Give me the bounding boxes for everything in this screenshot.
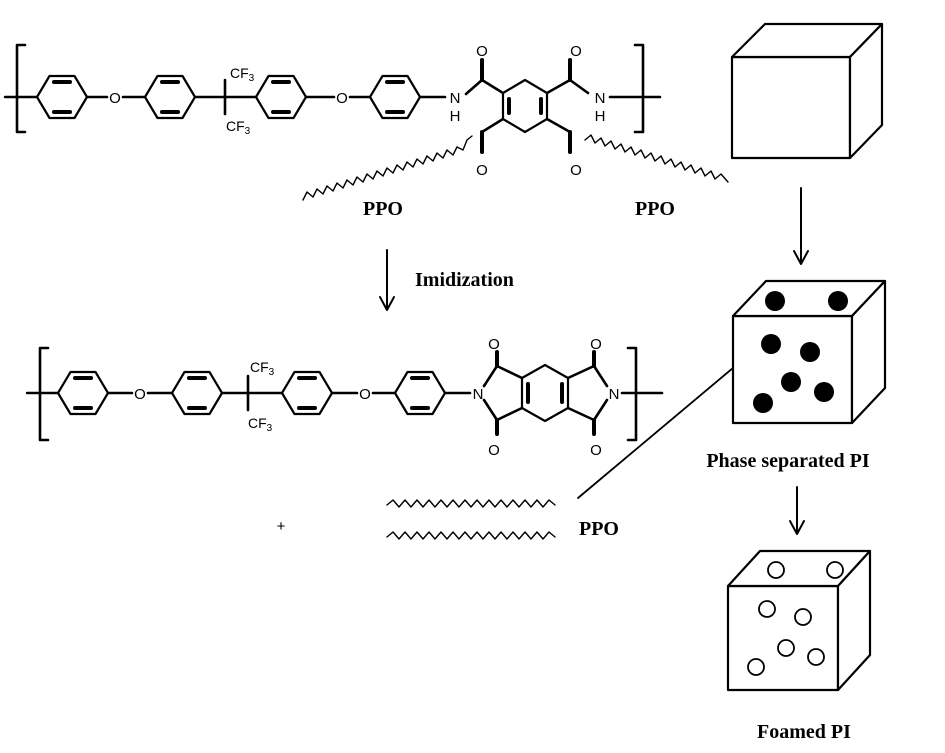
- top-ppo-label-right: PPO: [635, 198, 675, 220]
- imidization-step: Imidization: [379, 249, 514, 311]
- cube-plain: [730, 22, 884, 160]
- arrow-to-phase-cube: [793, 187, 809, 265]
- pore-circle: [777, 639, 795, 657]
- top-ether-o-1: O: [109, 90, 121, 107]
- pore-circle: [794, 608, 812, 626]
- top-ring-2: [143, 74, 197, 120]
- top-cf3-upper: CF3: [230, 65, 255, 84]
- bottom-pyromellitic-ring: [520, 363, 570, 423]
- bottom-polymer-structure: O CF3 CF3 O N O O O O: [25, 336, 664, 540]
- bottom-ether-o-1: O: [134, 386, 146, 403]
- bottom-cf3-lower: CF3: [248, 415, 273, 434]
- bottom-imide-o-2: O: [488, 442, 500, 459]
- free-ppo-wave-2: [386, 531, 556, 540]
- free-ppo-label: PPO: [579, 518, 619, 540]
- pore-circle: [758, 600, 776, 618]
- top-carbonyl-o-3: O: [476, 162, 488, 179]
- domain-dot: [765, 291, 785, 311]
- phase-domains: [753, 291, 848, 413]
- pore-circle: [767, 561, 785, 579]
- top-polymer-structure: O CF3 CF3 O N H O O N H: [3, 43, 729, 220]
- imidization-label: Imidization: [415, 269, 514, 291]
- top-pyromellitic-ring: [501, 78, 549, 134]
- top-amide-n-right: N: [595, 90, 606, 107]
- top-right-bracket: [633, 43, 645, 134]
- domain-dot: [761, 334, 781, 354]
- top-ether-o-2: O: [336, 90, 348, 107]
- plus-sign: +: [277, 518, 286, 535]
- bottom-imide-n-left: N: [473, 386, 484, 403]
- top-ppo-wave-right: [584, 134, 729, 183]
- foamed-label: Foamed PI: [757, 721, 851, 743]
- bottom-imide-o-4: O: [590, 442, 602, 459]
- bottom-ring-1: [56, 370, 110, 416]
- domain-dot: [828, 291, 848, 311]
- top-ppo-wave-left: [302, 135, 473, 201]
- top-amide-n-left: N: [450, 90, 461, 107]
- bottom-imide-o-3: O: [590, 336, 602, 353]
- domain-dot: [814, 382, 834, 402]
- bottom-cf3-upper: CF3: [250, 359, 275, 378]
- top-carbonyl-o-1: O: [476, 43, 488, 60]
- bottom-ring-3: [280, 370, 334, 416]
- top-carbonyl-o-4: O: [570, 162, 582, 179]
- pore-circle: [807, 648, 825, 666]
- top-ring-4: [368, 74, 422, 120]
- top-left-bracket: [15, 43, 27, 134]
- bottom-ring-4: [393, 370, 447, 416]
- arrow-to-foamed-cube: [789, 486, 805, 535]
- top-cf3-lower: CF3: [226, 118, 251, 137]
- top-ring-1: [35, 74, 89, 120]
- pore-circle: [826, 561, 844, 579]
- domain-dot: [800, 342, 820, 362]
- foam-pores: [747, 561, 844, 676]
- bottom-imide-o-1: O: [488, 336, 500, 353]
- domain-dot: [753, 393, 773, 413]
- bottom-ether-o-2: O: [359, 386, 371, 403]
- phase-separated-label: Phase separated PI: [706, 450, 870, 472]
- pore-circle: [747, 658, 765, 676]
- free-ppo-wave-1: [386, 499, 556, 508]
- top-amide-h-right: H: [595, 108, 606, 125]
- bottom-imide-n-right: N: [609, 386, 620, 403]
- top-carbonyl-o-2: O: [570, 43, 582, 60]
- top-ppo-label-left: PPO: [363, 198, 403, 220]
- ppo-to-domain-arrow: [577, 348, 757, 499]
- top-amide-h-left: H: [450, 108, 461, 125]
- top-ring-3: [254, 74, 308, 120]
- bottom-ring-2: [170, 370, 224, 416]
- domain-dot: [781, 372, 801, 392]
